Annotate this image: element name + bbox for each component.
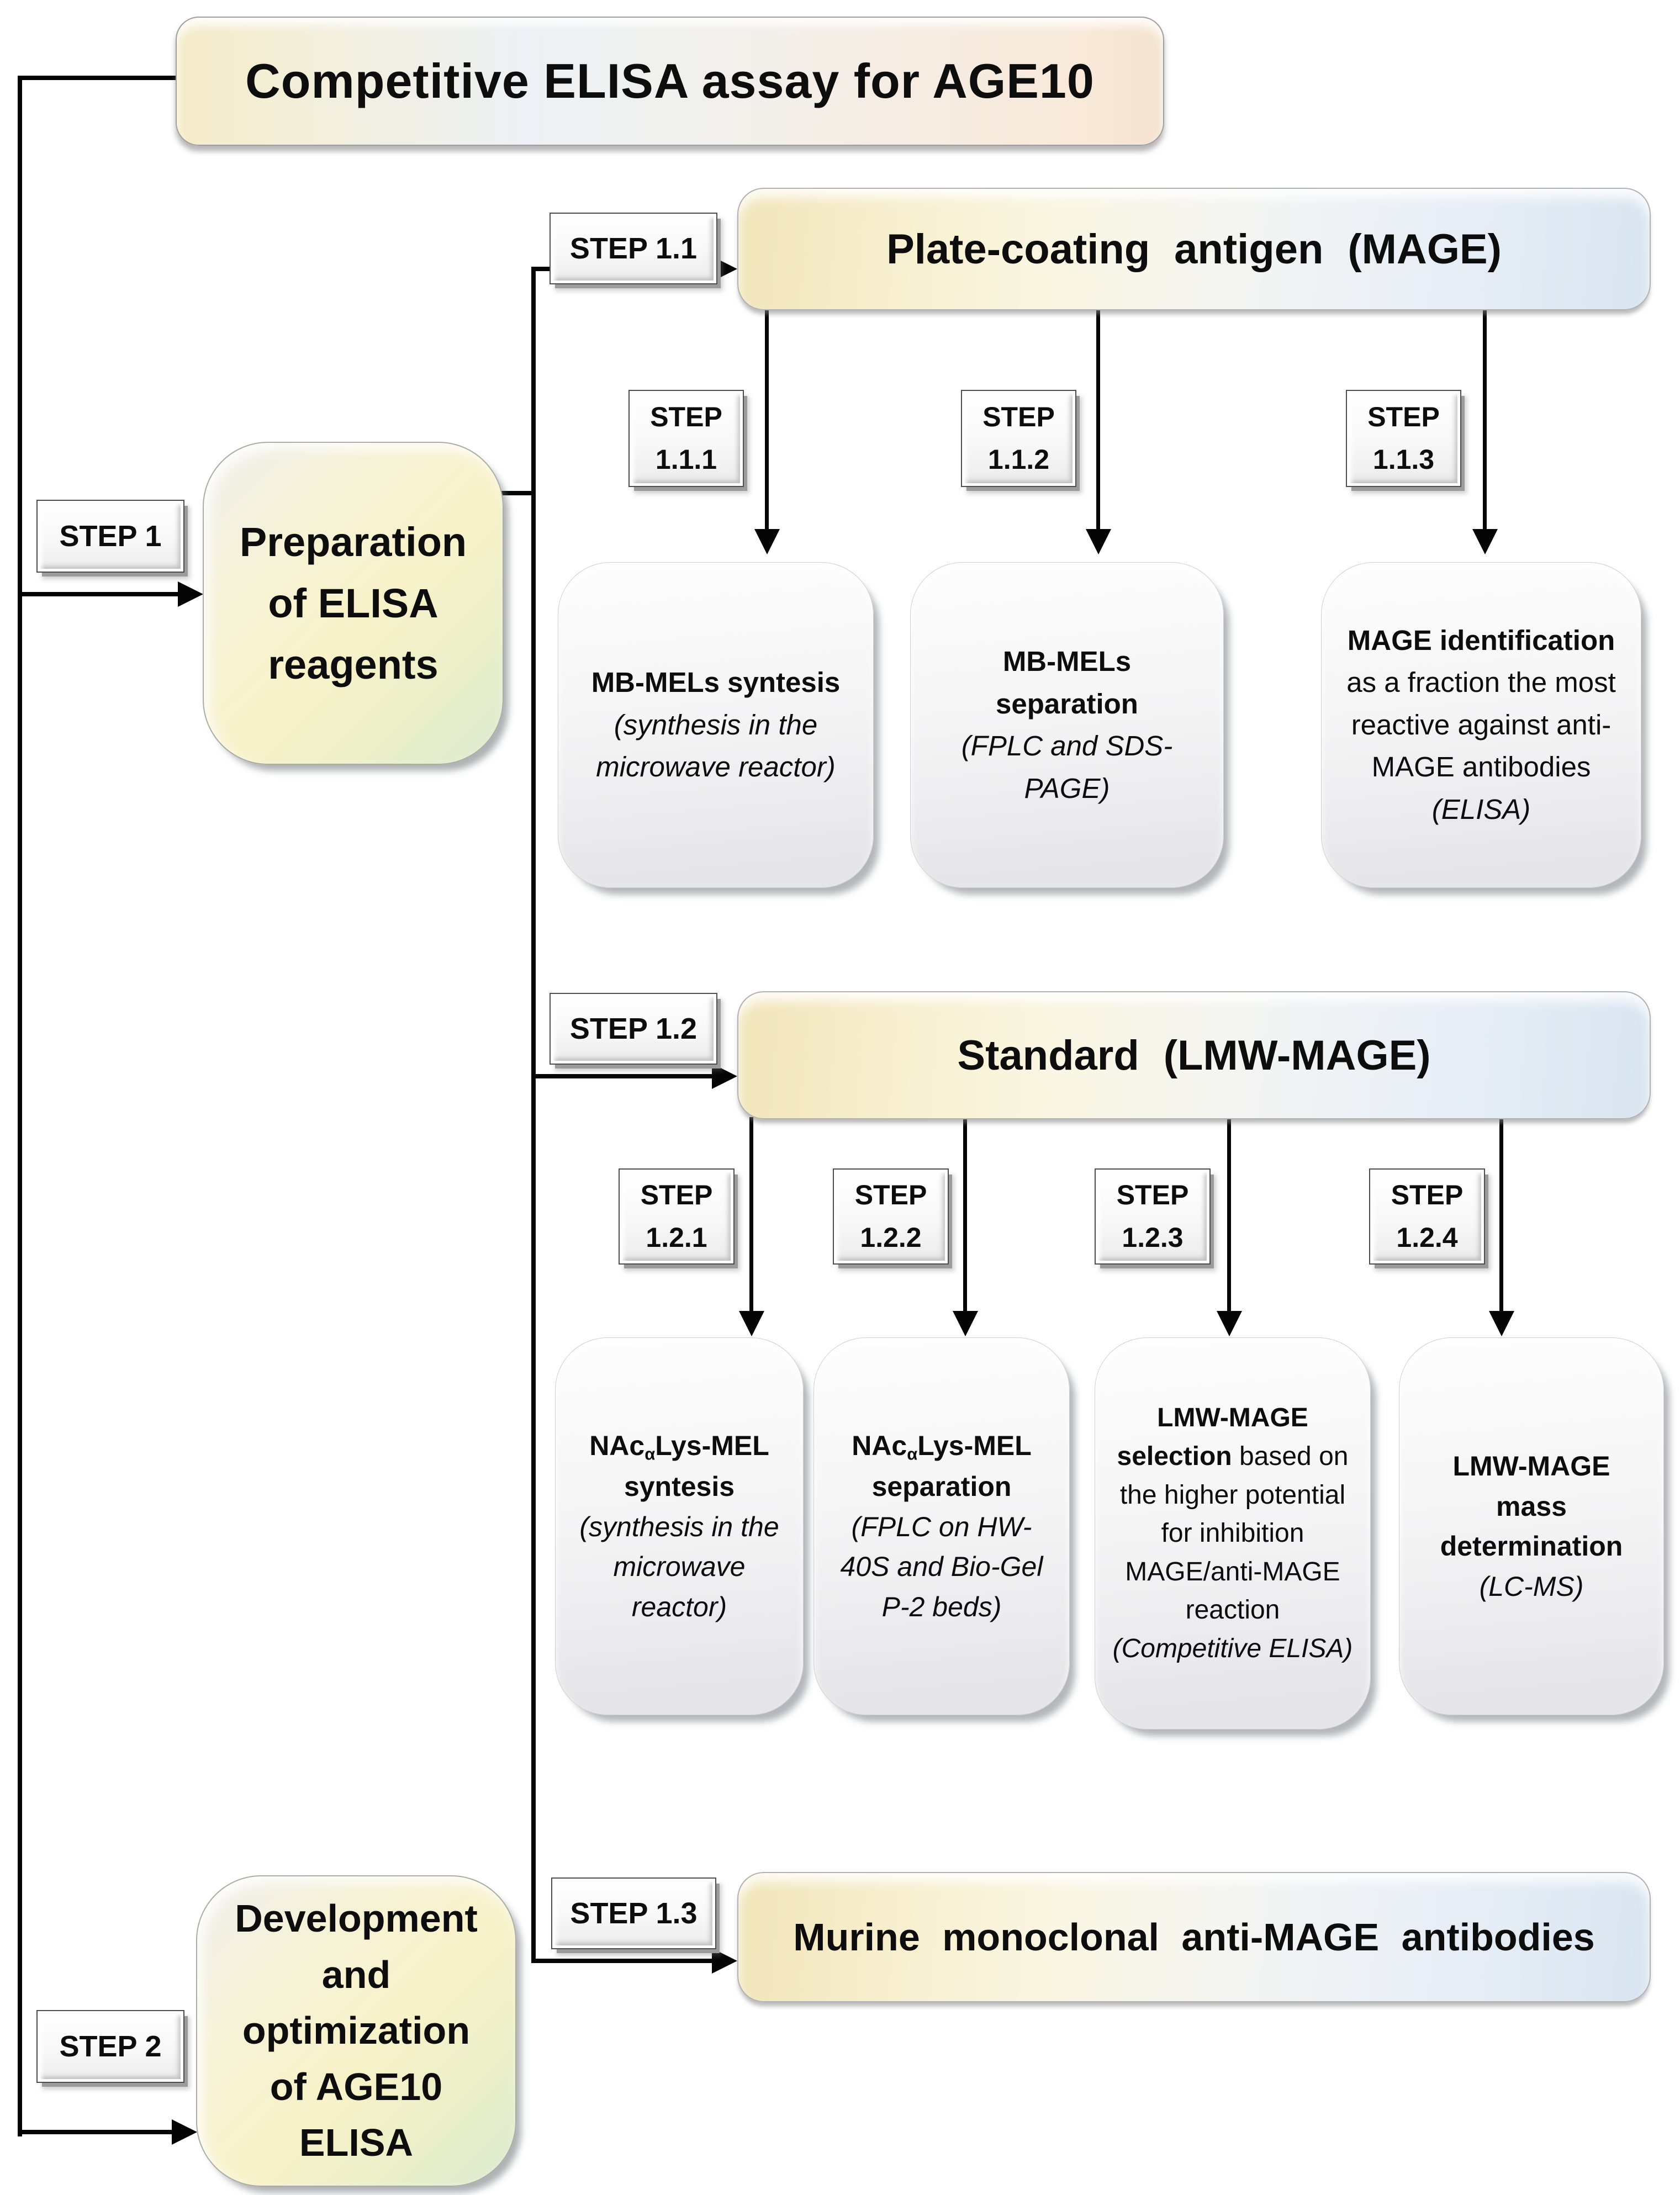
step-2-label: STEP 2: [59, 2030, 162, 2063]
card-title: MAGE identification: [1347, 624, 1615, 656]
card-mb-mels-separation: MB-MELs separation (FPLC and SDS-PAGE): [910, 562, 1224, 888]
step-1-1-2-button: STEP 1.1.2: [961, 390, 1076, 487]
step-label: STEP: [1391, 1179, 1464, 1210]
preparation-line: of ELISA: [268, 580, 439, 626]
step-label: STEP: [650, 401, 722, 432]
header-plate-coating: Plate-coating antigen (MAGE): [737, 188, 1651, 310]
development-line: Development: [235, 1897, 478, 1940]
connector-drop-111: [765, 308, 769, 530]
connector-branch-step12: [533, 1074, 713, 1078]
step-1-2-2-button: STEP 1.2.2: [833, 1168, 949, 1265]
card-title: NAcαLys-MEL separation: [852, 1430, 1032, 1503]
connector-drop-121: [749, 1117, 753, 1312]
card-title: MB-MELs separation: [996, 646, 1138, 720]
step-2-button: STEP 2: [36, 2010, 184, 2083]
connector-drop-123: [1227, 1117, 1231, 1312]
step-1-3-button: STEP 1.3: [551, 1877, 716, 1949]
card-detail: (LC-MS): [1479, 1570, 1584, 1602]
arrow-down-icon: [739, 1311, 764, 1336]
step-label: STEP: [982, 401, 1055, 432]
card-detail: (synthesis in the microwave reactor): [596, 708, 836, 783]
step-label: STEP: [640, 1179, 713, 1210]
header-standard-text: Standard (LMW-MAGE): [957, 1032, 1431, 1079]
step-1-1-1-button: STEP 1.1.1: [628, 390, 744, 487]
diagram-title-text: Competitive ELISA assay for AGE10: [245, 54, 1095, 108]
arrow-right-icon: [178, 581, 203, 607]
arrow-down-icon: [1086, 529, 1111, 554]
connector-left-trunk: [18, 76, 22, 2136]
step-label: 1.2.1: [646, 1222, 707, 1253]
connector-title-left: [20, 76, 176, 80]
diagram-title: Competitive ELISA assay for AGE10: [176, 17, 1164, 146]
step-1-2-button: STEP 1.2: [550, 993, 717, 1065]
development-line: and: [321, 1953, 391, 1996]
card-naclys-mel-separation: NAcαLys-MEL separation (FPLC on HW-40S a…: [813, 1337, 1070, 1715]
card-title: MB-MELs syntesis: [591, 667, 841, 699]
card-mb-mels-synthesis: MB-MELs syntesis (synthesis in the micro…: [558, 562, 874, 888]
card-mage-identification: MAGE identification as a fraction the mo…: [1321, 562, 1641, 888]
step-label: 1.2.3: [1122, 1222, 1184, 1253]
card-body: based on the higher potential for inhibi…: [1119, 1442, 1349, 1625]
step-label: STEP: [854, 1179, 927, 1210]
card-title: LMW-MAGE mass determination: [1440, 1451, 1623, 1562]
arrow-right-icon: [712, 1948, 737, 1974]
step-1-2-label: STEP 1.2: [569, 1012, 698, 1045]
arrow-down-icon: [754, 529, 780, 554]
card-detail: (FPLC on HW-40S and Bio-Gel P-2 beds): [840, 1511, 1043, 1622]
connector-right-trunk: [531, 267, 536, 1963]
step-label: 1.1.1: [655, 444, 717, 475]
preparation-line: reagents: [268, 642, 439, 687]
arrow-down-icon: [953, 1311, 978, 1336]
development-line: optimization: [242, 2009, 471, 2053]
step-1-2-1-button: STEP 1.2.1: [619, 1168, 735, 1265]
card-title: LMW-MAGE selection: [1117, 1403, 1308, 1472]
development-stage-box: Development and optimization of AGE10 EL…: [196, 1875, 516, 2187]
arrow-right-icon: [712, 1064, 737, 1089]
preparation-line: Preparation: [239, 519, 467, 565]
connector-step1-branch: [20, 592, 178, 596]
card-lmw-mage-selection: LMW-MAGE selection based on the higher p…: [1095, 1337, 1371, 1729]
step-label: 1.1.3: [1372, 444, 1435, 475]
step-label: STEP: [1116, 1179, 1189, 1210]
card-title: NAcαLys-MEL syntesis: [589, 1430, 769, 1503]
connector-prep-to-trunk: [501, 491, 536, 495]
card-detail: (ELISA): [1431, 793, 1531, 825]
header-plate-coating-text: Plate-coating antigen (MAGE): [886, 225, 1502, 273]
connector-drop-124: [1499, 1117, 1503, 1312]
arrow-down-icon: [1217, 1311, 1242, 1336]
development-line: ELISA: [299, 2121, 414, 2165]
development-line: of AGE10: [270, 2065, 443, 2108]
step-label: 1.1.2: [987, 444, 1050, 475]
header-murine: Murine monoclonal anti-MAGE antibodies: [737, 1872, 1651, 2002]
step-1-2-3-button: STEP 1.2.3: [1095, 1168, 1211, 1265]
connector-drop-122: [963, 1117, 967, 1312]
card-lmw-mage-mass: LMW-MAGE mass determination (LC-MS): [1399, 1337, 1664, 1715]
card-detail: (Competitive ELISA): [1112, 1633, 1353, 1663]
header-murine-text: Murine monoclonal anti-MAGE antibodies: [793, 1916, 1595, 1959]
step-label: 1.2.4: [1396, 1222, 1458, 1253]
step-1-1-label: STEP 1.1: [569, 232, 698, 265]
step-label: STEP: [1367, 401, 1440, 432]
connector-branch-step13: [533, 1959, 713, 1963]
header-standard: Standard (LMW-MAGE): [737, 991, 1651, 1119]
card-detail: (synthesis in the microwave reactor): [579, 1511, 779, 1622]
step-1-label: STEP 1: [59, 520, 162, 553]
arrow-right-icon: [172, 2119, 197, 2145]
connector-drop-112: [1096, 308, 1100, 530]
card-detail: (FPLC and SDS-PAGE): [961, 730, 1173, 804]
arrow-down-icon: [1489, 1311, 1514, 1336]
card-body: as a fraction the most reactive against …: [1346, 667, 1616, 783]
step-1-1-3-button: STEP 1.1.3: [1346, 390, 1461, 487]
connector-drop-113: [1483, 308, 1487, 530]
preparation-stage-box: Preparation of ELISA reagents: [203, 442, 504, 765]
card-naclys-mel-synthesis: NAcαLys-MEL syntesis (synthesis in the m…: [555, 1337, 804, 1715]
step-1-button: STEP 1: [36, 500, 184, 573]
step-1-2-4-button: STEP 1.2.4: [1369, 1168, 1485, 1265]
connector-step2-branch: [20, 2130, 172, 2134]
step-1-1-button: STEP 1.1: [550, 213, 717, 284]
arrow-down-icon: [1472, 529, 1498, 554]
step-1-3-label: STEP 1.3: [570, 1897, 698, 1930]
step-label: 1.2.2: [860, 1222, 922, 1253]
